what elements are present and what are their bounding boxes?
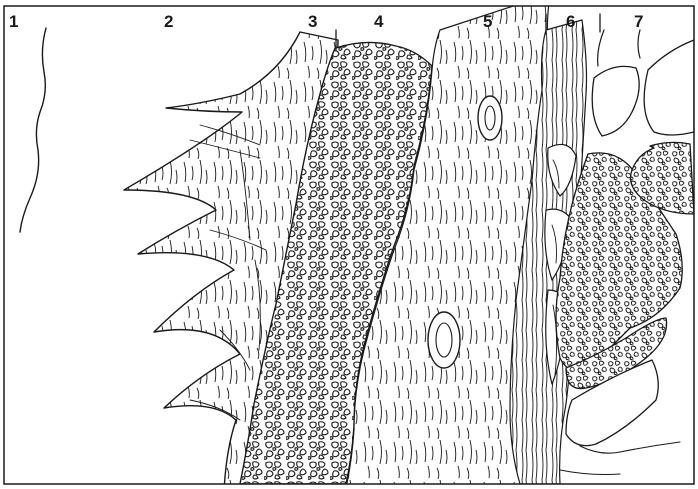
label-layer-1: 1 — [9, 12, 18, 31]
label-layer-2: 2 — [164, 12, 173, 31]
label-layer-7: 7 — [634, 12, 643, 31]
layer-1-boundary — [20, 28, 46, 232]
oval-cell-upper — [478, 96, 502, 140]
label-layer-3: 3 — [308, 12, 317, 31]
label-layer-5: 5 — [483, 12, 492, 31]
oval-cell-lower — [428, 312, 460, 368]
label-layer-4: 4 — [374, 12, 384, 31]
label-layer-6: 6 — [566, 12, 575, 31]
